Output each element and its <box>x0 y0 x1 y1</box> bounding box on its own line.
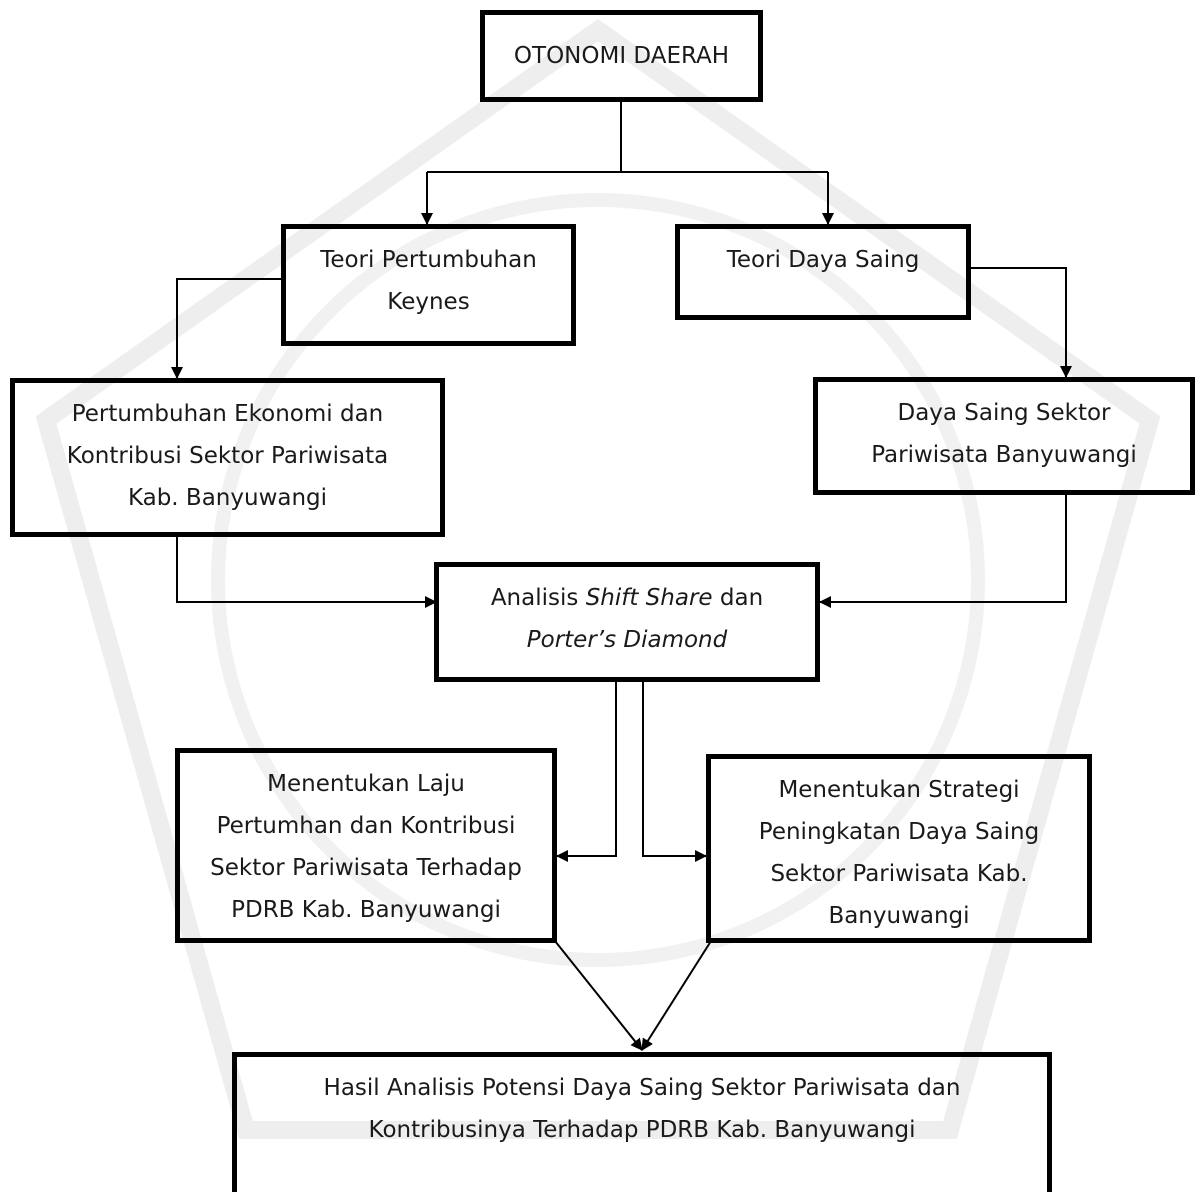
connector-sektor-to-analisis <box>819 494 1067 608</box>
hasil-line-2: Kontribusinya Terhadap PDRB Kab. Banyuwa… <box>368 1117 916 1143</box>
connector-strategi-to-hasil <box>641 940 712 1051</box>
pertumbuhan-ekonomi-line-1: Pertumbuhan Ekonomi dan <box>71 401 384 427</box>
laju-box: Menentukan Laju Pertumhan dan Kontribusi… <box>175 748 557 943</box>
teori-daya-saing-box: Teori Daya Saing <box>675 224 971 320</box>
strategi-box: Menentukan Strategi Peningkatan Daya Sai… <box>706 754 1092 943</box>
connector-dayasaing-to-sektor <box>971 267 1072 378</box>
strategi-line-2: Peningkatan Daya Saing <box>758 819 1040 845</box>
teori-daya-saing-text: Teori Daya Saing <box>726 247 920 273</box>
laju-line-2: Pertumhan dan Kontribusi <box>216 813 516 839</box>
laju-line-3: Sektor Pariwisata Terhadap <box>210 855 522 881</box>
analisis-line-1: Analisis Shift Share dan <box>491 577 763 619</box>
pertumbuhan-ekonomi-box: Pertumbuhan Ekonomi dan Kontribusi Sekto… <box>10 378 445 537</box>
connector-ekonomi-to-analisis <box>176 537 437 608</box>
strategi-line-3: Sektor Pariwisata Kab. <box>770 861 1028 887</box>
pertumbuhan-ekonomi-line-2: Kontribusi Sektor Pariwisata <box>66 443 389 469</box>
otonomi-daerah-text: OTONOMI DAERAH <box>513 43 730 69</box>
teori-pertumbuhan-line-1: Teori Pertumbuhan <box>320 247 537 273</box>
teori-pertumbuhan-box: Teori Pertumbuhan Keynes <box>281 224 576 346</box>
connector-analisis-to-strategi <box>642 680 707 862</box>
hasil-line-1: Hasil Analisis Potensi Daya Saing Sektor… <box>323 1075 961 1101</box>
teori-pertumbuhan-line-2: Keynes <box>387 289 470 315</box>
daya-saing-sektor-line-2: Pariwisata Banyuwangi <box>871 442 1137 468</box>
daya-saing-sektor-line-1: Daya Saing Sektor <box>897 400 1111 426</box>
otonomi-daerah-box: OTONOMI DAERAH <box>480 10 763 102</box>
analisis-porters-diamond: Porter’s Diamond <box>526 627 728 653</box>
analisis-shift-share: Shift Share <box>585 585 713 611</box>
daya-saing-sektor-box: Daya Saing Sektor Pariwisata Banyuwangi <box>813 377 1195 495</box>
strategi-line-4: Banyuwangi <box>828 903 970 929</box>
analisis-prefix: Analisis <box>490 585 586 611</box>
laju-line-4: PDRB Kab. Banyuwangi <box>231 897 501 923</box>
connector-analisis-to-laju <box>556 680 617 862</box>
hasil-box: Hasil Analisis Potensi Daya Saing Sektor… <box>232 1052 1052 1192</box>
connector-laju-to-hasil <box>554 940 643 1051</box>
analisis-line-2: Porter’s Diamond <box>491 619 763 661</box>
pertumbuhan-ekonomi-line-3: Kab. Banyuwangi <box>127 485 328 511</box>
strategi-line-1: Menentukan Strategi <box>778 777 1020 803</box>
analisis-box: Analisis Shift Share dan Porter’s Diamon… <box>434 562 820 682</box>
laju-line-1: Menentukan Laju <box>267 771 465 797</box>
connector-pertumbuhan-to-ekonomi <box>171 278 285 379</box>
analisis-suffix: dan <box>712 585 764 611</box>
